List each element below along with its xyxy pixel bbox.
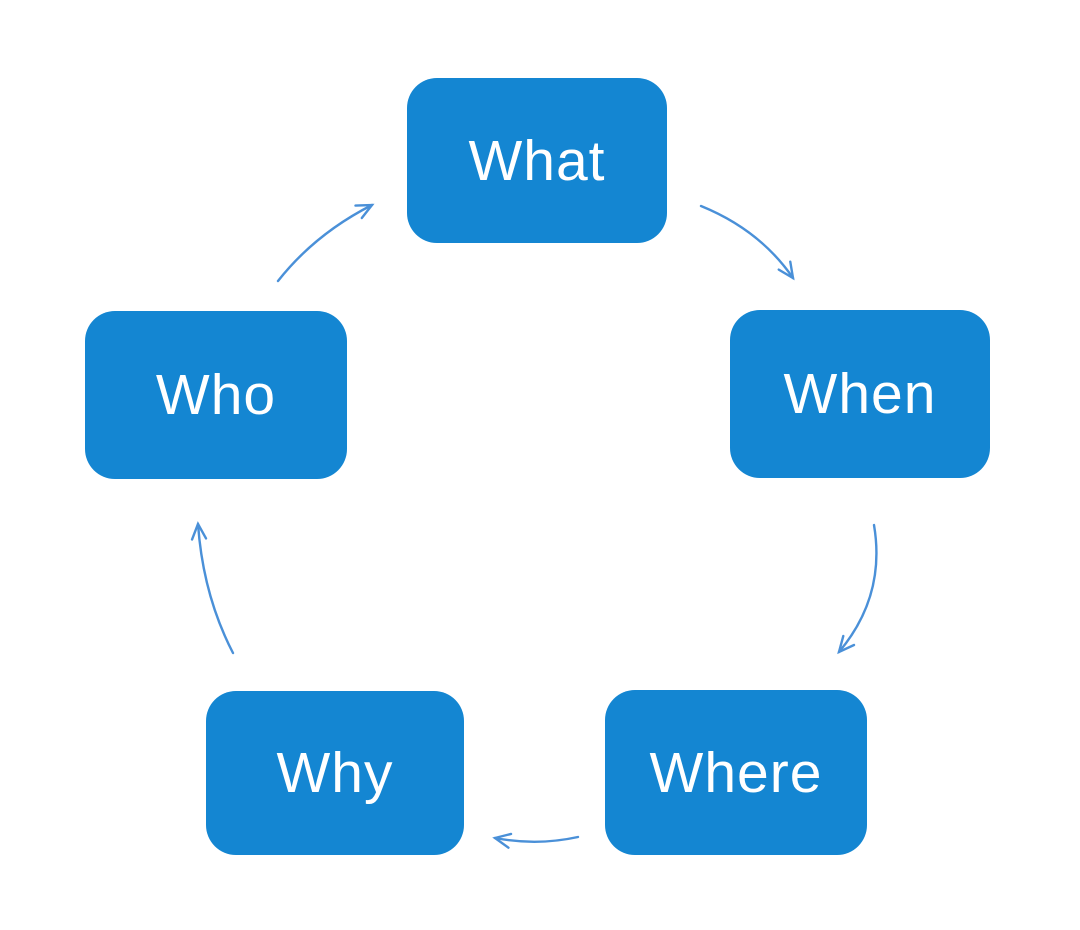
node-why: Why bbox=[206, 691, 464, 855]
node-when-label: When bbox=[783, 362, 937, 426]
node-why-label: Why bbox=[276, 741, 394, 805]
node-when: When bbox=[730, 310, 990, 478]
arrow-when-to-where bbox=[837, 523, 878, 655]
arrow-what-to-when bbox=[699, 204, 795, 281]
node-what-label: What bbox=[468, 128, 606, 193]
node-what: What bbox=[407, 78, 667, 243]
arrow-where-to-why bbox=[492, 832, 580, 849]
arrow-who-to-what bbox=[276, 203, 375, 283]
arrow-why-to-who bbox=[190, 521, 235, 655]
node-who-label: Who bbox=[155, 363, 277, 427]
node-where-label: Where bbox=[649, 740, 823, 805]
node-who: Who bbox=[85, 311, 347, 479]
node-where: Where bbox=[605, 690, 867, 855]
